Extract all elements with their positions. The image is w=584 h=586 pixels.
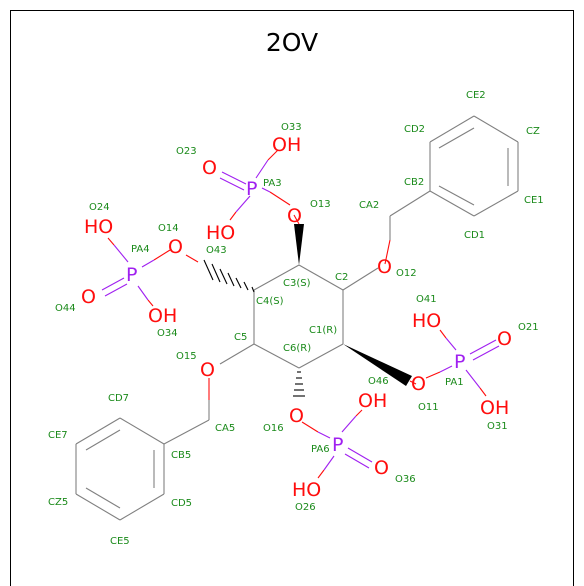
atom-label: C4(S): [256, 296, 284, 307]
atom-label: C5: [234, 332, 247, 343]
atom-label: O24: [89, 202, 110, 213]
atom-label: C2: [335, 272, 348, 283]
atom-label: O31: [487, 421, 508, 432]
atom-label: PA3: [263, 178, 282, 189]
atom-label: O36: [395, 474, 416, 485]
element-ho: HO: [206, 222, 235, 244]
atom-label: CE2: [466, 90, 486, 101]
atom-label: CA2: [359, 200, 379, 211]
atom-label: CE7: [48, 430, 68, 441]
bonds: [75, 115, 519, 521]
atom-label: O44: [55, 303, 76, 314]
atom-label: C3(S): [283, 278, 311, 289]
atom-label: O41: [416, 294, 437, 305]
atom-label: CD7: [108, 393, 129, 404]
element-o: O: [289, 405, 304, 427]
element-p: P: [454, 351, 465, 373]
element-o: O: [411, 373, 426, 395]
atom-label: O34: [157, 328, 178, 339]
atom-label: PA1: [445, 377, 464, 388]
atom-label: O33: [281, 122, 302, 133]
atom-label: CE5: [110, 536, 130, 547]
element-ho: HO: [84, 216, 113, 238]
element-o: O: [200, 359, 215, 381]
element-o: O: [202, 157, 217, 179]
atom-label: O23: [176, 146, 197, 157]
atom-label: O13: [310, 199, 331, 210]
element-oh: OH: [358, 390, 387, 412]
atom-label: O46: [368, 376, 389, 387]
element-ho: HO: [292, 479, 321, 501]
atom-label: CD2: [404, 124, 425, 135]
element-p: P: [332, 434, 343, 456]
element-p: P: [246, 178, 257, 200]
atom-label: CD5: [171, 498, 192, 509]
atom-label: O26: [295, 502, 316, 513]
element-o: O: [81, 286, 96, 308]
element-symbols: OH O P HO O HO O P O OH O HO O P O OH O …: [81, 134, 512, 501]
element-ho: HO: [412, 310, 441, 332]
atom-labels: O33 O23 PA3 O13 O24 O14 PA4 O43 O44 O34 …: [48, 90, 544, 547]
atom-label: CZ: [526, 126, 540, 137]
element-o: O: [374, 457, 389, 479]
atom-label: C6(R): [283, 343, 311, 354]
atom-label: O43: [206, 245, 227, 256]
atom-label: CD1: [464, 230, 485, 241]
element-oh: OH: [272, 134, 301, 156]
atom-label: CE1: [524, 195, 544, 206]
atom-label: PA6: [311, 444, 330, 455]
atom-label: O15: [176, 351, 197, 362]
molecule-title: 2OV: [265, 28, 319, 57]
atom-label: C1(R): [309, 325, 337, 336]
element-oh: OH: [148, 305, 177, 327]
atom-label: O11: [418, 402, 439, 413]
atom-label: O14: [158, 223, 179, 234]
element-o: O: [168, 236, 183, 258]
element-oh: OH: [480, 397, 509, 419]
atom-label: O21: [518, 322, 539, 333]
element-o: O: [497, 328, 512, 350]
atom-label: CA5: [215, 423, 235, 434]
atom-label: CB2: [404, 177, 424, 188]
element-p: P: [126, 264, 137, 286]
atom-label: O16: [263, 423, 284, 434]
atom-label: CB5: [171, 450, 191, 461]
atom-label: PA4: [131, 244, 150, 255]
element-o: O: [377, 256, 392, 278]
element-o: O: [287, 205, 302, 227]
diagram-frame: [10, 10, 574, 586]
atom-label: O12: [396, 268, 417, 279]
atom-label: CZ5: [48, 497, 68, 508]
